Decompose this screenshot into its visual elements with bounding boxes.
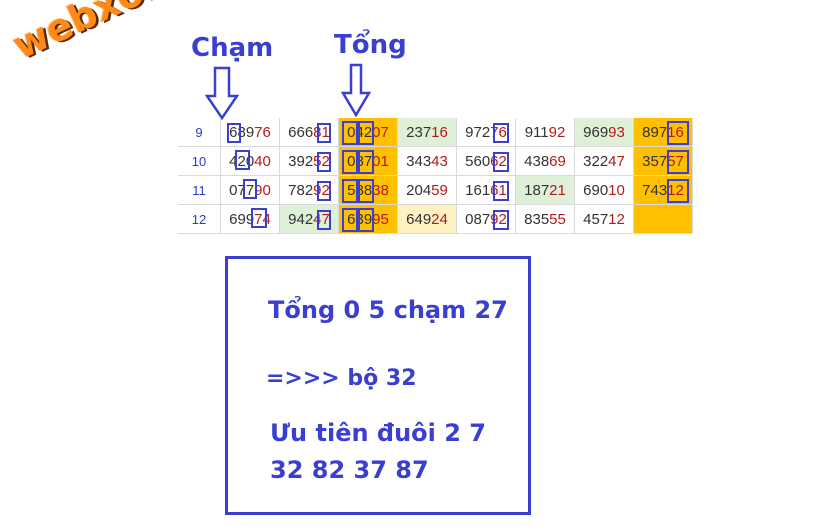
table-cell: [633, 204, 693, 234]
cell-value: 07790: [229, 181, 271, 199]
row-number: 11: [178, 175, 221, 205]
highlight-box: [317, 181, 331, 201]
highlight-box: [342, 150, 358, 174]
row-number: 12: [178, 204, 221, 234]
note-line-sum: Tổng 0 5 chạm 27: [268, 296, 508, 324]
table-cell: 34343: [397, 146, 457, 176]
highlight-box: [342, 179, 358, 203]
tong-label: Tổng: [334, 30, 407, 60]
table-cell: 32247: [574, 146, 634, 176]
table-cell: 97276: [456, 118, 516, 147]
table-cell: 91192: [515, 118, 575, 147]
table-cell: 66681: [279, 118, 339, 147]
down-arrow-icon: [205, 66, 239, 120]
table-cell: 94247: [279, 204, 339, 234]
results-table: 9 68976 66681 04207 23716 97276 91192 96…: [178, 118, 693, 234]
prediction-note-box: [225, 256, 531, 515]
cell-value: 35757: [642, 152, 684, 170]
table-cell: 78292: [279, 175, 339, 205]
highlight-box: [493, 181, 509, 201]
highlight-box: [317, 123, 331, 143]
table-cell: 35757: [633, 146, 693, 176]
table-cell: 69010: [574, 175, 634, 205]
table-cell: 89716: [633, 118, 693, 147]
highlight-box: [493, 210, 509, 230]
row-number: 10: [178, 146, 221, 176]
highlight-box: [667, 121, 689, 145]
table-cell: 08701: [338, 146, 398, 176]
highlight-box: [493, 123, 509, 143]
table-cell: 04207: [338, 118, 398, 147]
table-cell: 68976: [220, 118, 280, 147]
table-cell: 96993: [574, 118, 634, 147]
highlight-box: [235, 150, 250, 170]
cham-label: Chạm: [191, 33, 274, 63]
highlight-box: [358, 121, 374, 145]
table-cell: 43869: [515, 146, 575, 176]
highlight-box: [493, 152, 509, 172]
cell-value: 68976: [229, 123, 271, 141]
table-cell: 45712: [574, 204, 634, 234]
cell-value: 89716: [642, 123, 684, 141]
highlight-box: [667, 179, 689, 203]
table-row: 12 69974 94247 63995 64924 08792 83555 4…: [178, 204, 693, 234]
table-cell: 18721: [515, 175, 575, 205]
down-arrow-icon: [340, 63, 372, 117]
highlight-box: [342, 208, 358, 232]
cell-value: 74312: [642, 181, 684, 199]
highlight-box: [227, 123, 241, 143]
table-cell: 64924: [397, 204, 457, 234]
table-cell: 69974: [220, 204, 280, 234]
table-cell: 58838: [338, 175, 398, 205]
highlight-box: [243, 179, 257, 199]
table-cell: 23716: [397, 118, 457, 147]
table-cell: 16161: [456, 175, 516, 205]
highlight-box: [317, 210, 331, 230]
note-line-set: =>>> bộ 32: [266, 366, 417, 391]
highlight-box: [358, 179, 374, 203]
note-line-numbers: 32 82 37 87: [270, 456, 429, 484]
table-cell: 07790: [220, 175, 280, 205]
table-cell: 56062: [456, 146, 516, 176]
table-row: 11 07790 78292 58838 20459 16161 18721 6…: [178, 175, 693, 205]
highlight-box: [317, 152, 331, 172]
highlight-box: [358, 150, 374, 174]
table-cell: 08792: [456, 204, 516, 234]
table-cell: 83555: [515, 204, 575, 234]
table-cell: 20459: [397, 175, 457, 205]
table-row: 10 42040 39252 08701 34343 56062 43869 3…: [178, 146, 693, 176]
highlight-box: [342, 121, 358, 145]
table-cell: 39252: [279, 146, 339, 176]
table-cell: 74312: [633, 175, 693, 205]
table-row: 9 68976 66681 04207 23716 97276 91192 96…: [178, 118, 693, 147]
note-line-priority: Ưu tiên đuôi 2 7: [270, 419, 486, 447]
table-cell: 63995: [338, 204, 398, 234]
highlight-box: [667, 150, 689, 174]
row-number: 9: [178, 118, 221, 147]
highlight-box: [358, 208, 374, 232]
table-cell: 42040: [220, 146, 280, 176]
highlight-box: [251, 208, 267, 228]
